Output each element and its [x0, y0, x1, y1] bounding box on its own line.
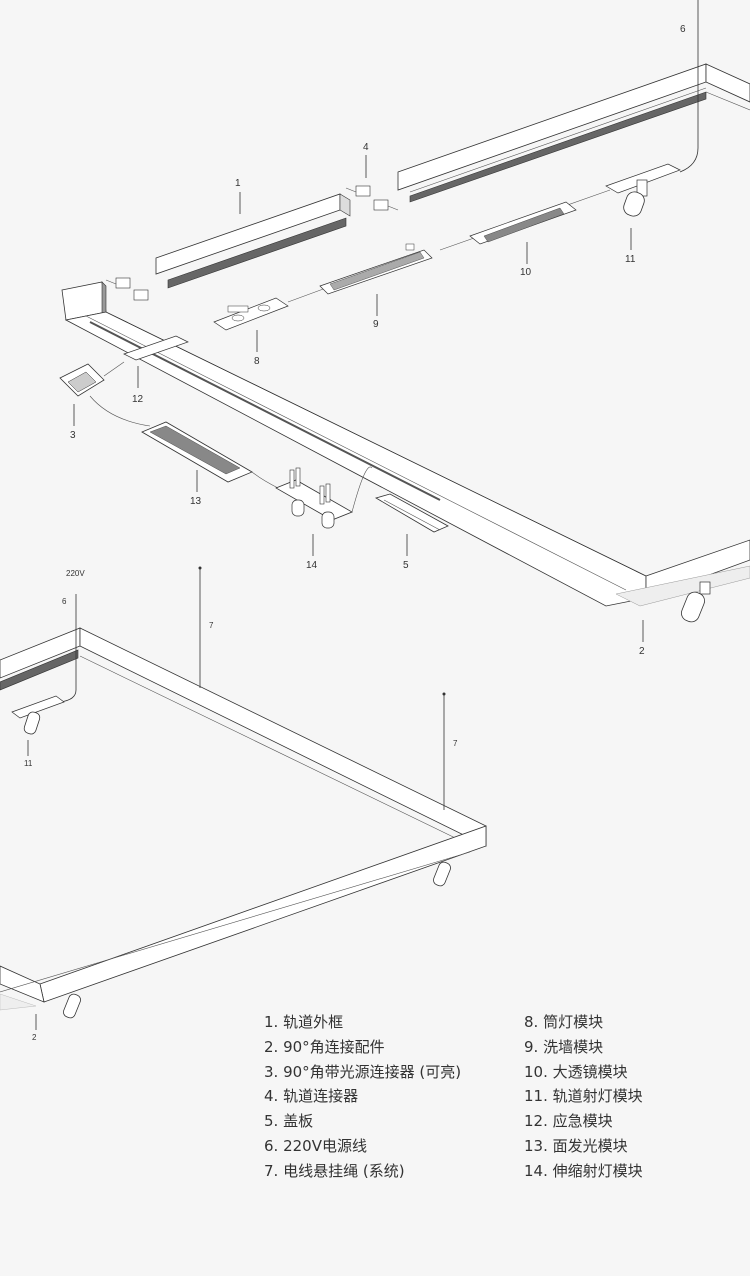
- callout-5: 5: [403, 560, 409, 571]
- callout-10: 10: [520, 267, 532, 278]
- callout-numbers: 1 4 6 8 9 10 11 12 3 13 14 5 2 220V 6 7 …: [24, 24, 686, 1042]
- leader-lines: [27, 155, 644, 1030]
- spotlight-bottom-left: [11, 695, 65, 735]
- wire-14-up: [351, 466, 373, 513]
- legend-item-10: 10. 大透镜模块: [524, 1062, 628, 1081]
- legend-item-13: 13. 面发光模块: [524, 1136, 628, 1155]
- callout-11-top: 11: [625, 254, 636, 265]
- legend-item-14: 14. 伸缩射灯模块: [524, 1161, 643, 1180]
- wallwash-module-9: [319, 243, 433, 295]
- callout-voltage: 220V: [66, 569, 85, 578]
- track-connector-4: [345, 185, 399, 211]
- lens-module-10: [469, 201, 577, 245]
- callout-4: 4: [363, 142, 369, 153]
- callout-2-bottom: 2: [32, 1033, 37, 1042]
- wire-8-9: [287, 287, 327, 303]
- callout-12: 12: [132, 394, 144, 405]
- wire-13-14: [251, 471, 279, 489]
- legend-item-3: 3. 90°角带光源连接器 (可亮): [264, 1062, 462, 1081]
- legend-item-9: 9. 洗墙模块: [524, 1037, 604, 1056]
- wire-3-13: [89, 395, 151, 427]
- track-connector-corner: [105, 277, 149, 301]
- bottom-rect-frame: [0, 627, 487, 1011]
- callout-6-bottom: 6: [62, 597, 67, 606]
- legend-item-7: 7. 电线悬挂绳 (系统): [264, 1161, 405, 1180]
- callout-13: 13: [190, 496, 202, 507]
- legend-item-8: 8. 筒灯模块: [524, 1013, 604, 1031]
- legend-item-5: 5. 盖板: [264, 1112, 314, 1131]
- spotlight-bottom-front: [63, 993, 81, 1019]
- callout-9: 9: [373, 319, 379, 330]
- callout-7-a: 7: [209, 621, 214, 630]
- legend-item-1: 1. 轨道外框: [264, 1013, 344, 1031]
- spotlight-main-track: [681, 581, 711, 623]
- legend-left-column: 1. 轨道外框 2. 90°角连接配件 3. 90°角带光源连接器 (可亮) 4…: [264, 1010, 461, 1184]
- callout-8: 8: [254, 356, 260, 367]
- downlight-module-8: [213, 297, 289, 331]
- corner-connector-3: [59, 361, 125, 397]
- track-rail-1: [155, 193, 351, 289]
- main-track-frame: [61, 281, 750, 607]
- callout-1: 1: [235, 178, 241, 189]
- callout-6-top: 6: [680, 24, 686, 35]
- legend-item-6: 6. 220V电源线: [264, 1136, 367, 1155]
- legend-item-12: 12. 应急模块: [524, 1112, 613, 1131]
- power-wire-top: [679, 0, 699, 173]
- spotlight-bottom-right: [433, 861, 451, 887]
- cover-plate-5: [374, 493, 449, 533]
- track-top-right: [397, 63, 750, 203]
- callout-7-b: 7: [453, 739, 458, 748]
- legend-right-column: 8. 筒灯模块 9. 洗墙模块 10. 大透镜模块 11. 轨道射灯模块 12.…: [524, 1010, 643, 1184]
- legend-item-4: 4. 轨道连接器: [264, 1087, 359, 1106]
- callout-3: 3: [70, 430, 76, 441]
- callout-2-top: 2: [639, 646, 645, 657]
- telescopic-spot-module-14: [275, 467, 353, 529]
- legend-item-11: 11. 轨道射灯模块: [524, 1087, 643, 1106]
- spotlight-module-top: [605, 163, 681, 217]
- legend-item-2: 2. 90°角连接配件: [264, 1037, 385, 1056]
- callout-11-bottom: 11: [24, 759, 33, 768]
- emergency-module-12: [123, 335, 189, 361]
- callout-14: 14: [306, 560, 318, 571]
